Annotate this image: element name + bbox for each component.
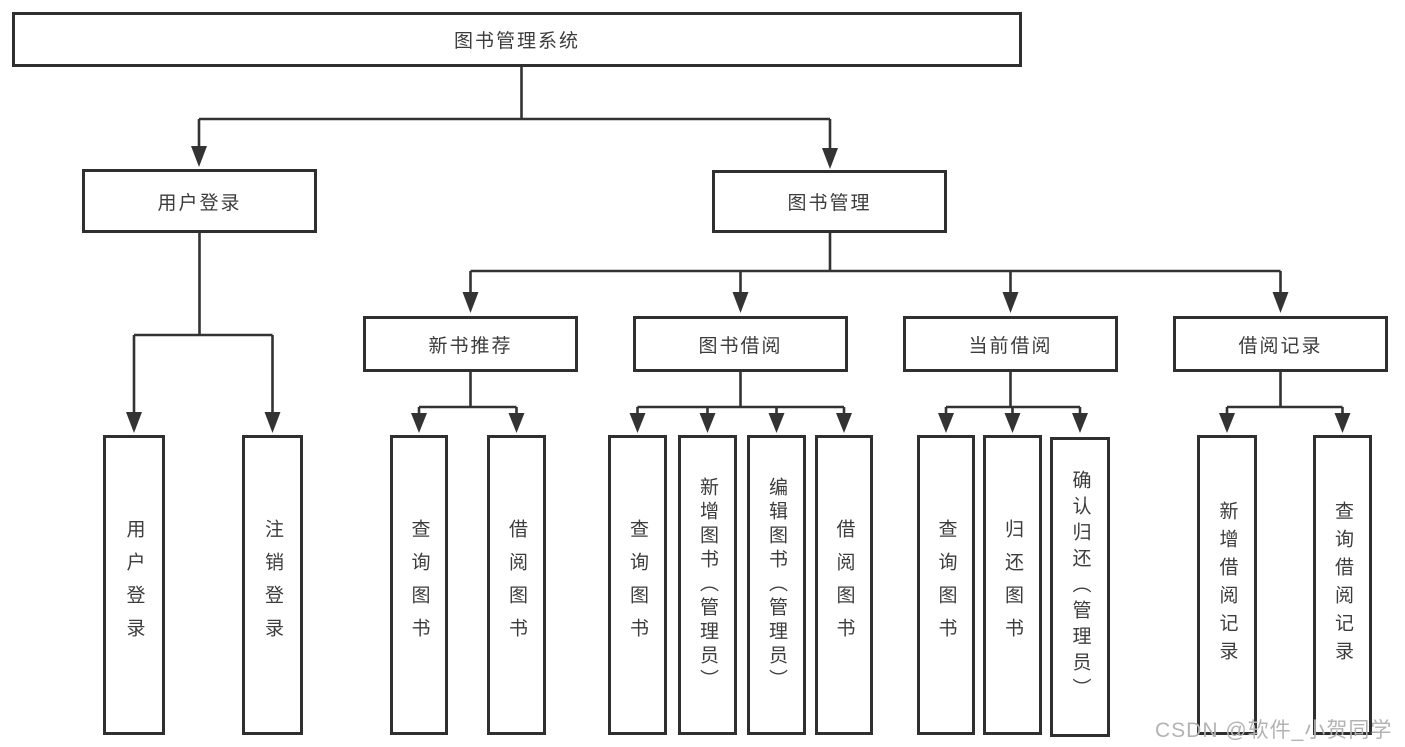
node-label: 确认归还（管理员） xyxy=(1069,470,1091,704)
node-book-borrowing: 图书借阅 xyxy=(633,316,848,372)
node-label: 图书管理系统 xyxy=(453,31,580,52)
node-label: 新增借阅记录 xyxy=(1216,501,1238,669)
node-label: 用户登录 xyxy=(123,519,145,651)
watermark: CSDN @软件_小贺同学 xyxy=(1155,719,1393,742)
leaf-current-return-books: 归还图书 xyxy=(983,435,1042,735)
connector-new-book-recommend-children xyxy=(411,370,525,433)
node-label: 图书借阅 xyxy=(698,335,783,357)
node-label: 借阅图书 xyxy=(833,519,855,651)
leaf-borrowing-borrow-books: 借阅图书 xyxy=(815,435,873,735)
node-label: 新书推荐 xyxy=(428,335,513,357)
node-label: 查询图书 xyxy=(408,519,430,651)
leaf-records-add-record: 新增借阅记录 xyxy=(1197,435,1257,735)
leaf-borrowing-edit-book-admin: 编辑图书（管理员） xyxy=(747,435,806,735)
node-label: 借阅图书 xyxy=(506,519,527,651)
node-root: 图书管理系统 xyxy=(12,12,1022,67)
leaf-logout: 注销登录 xyxy=(242,435,303,735)
connector-book-borrowing-children xyxy=(629,370,852,433)
node-borrow-records: 借阅记录 xyxy=(1173,316,1388,372)
connector-book-management-to-level3 xyxy=(462,230,1289,313)
leaf-borrowing-add-book-admin: 新增图书（管理员） xyxy=(678,435,737,735)
node-label: 编辑图书（管理员） xyxy=(766,477,787,693)
leaf-user-login: 用户登录 xyxy=(103,435,165,735)
connector-user-login-children xyxy=(126,230,281,433)
node-new-book-recommend: 新书推荐 xyxy=(363,316,578,372)
node-user-login: 用户登录 xyxy=(82,169,317,233)
leaf-current-confirm-return-admin: 确认归还（管理员） xyxy=(1050,437,1110,737)
node-label: 图书管理 xyxy=(787,193,872,214)
node-label: 新增图书（管理员） xyxy=(697,477,718,693)
leaf-newbooks-query-books: 查询图书 xyxy=(390,435,448,735)
leaf-records-query-record: 查询借阅记录 xyxy=(1313,435,1372,735)
node-label: 当前借阅 xyxy=(968,335,1053,357)
leaf-newbooks-borrow-books: 借阅图书 xyxy=(487,435,546,735)
node-label: 借阅记录 xyxy=(1238,335,1323,357)
connector-borrow-records-children xyxy=(1219,370,1351,433)
node-current-borrowing: 当前借阅 xyxy=(903,316,1118,372)
connector-current-borrowing-children xyxy=(938,370,1088,433)
leaf-borrowing-query-books: 查询图书 xyxy=(608,435,667,735)
leaf-current-query-books: 查询图书 xyxy=(917,435,975,735)
node-label: 归还图书 xyxy=(1002,519,1023,651)
node-label: 查询借阅记录 xyxy=(1332,501,1353,669)
node-label: 查询图书 xyxy=(935,519,957,651)
node-label: 查询图书 xyxy=(627,519,648,651)
node-label: 注销登录 xyxy=(262,519,283,651)
node-label: 用户登录 xyxy=(157,192,242,214)
connector-root-to-level2 xyxy=(191,64,838,169)
node-book-management: 图书管理 xyxy=(712,170,947,233)
